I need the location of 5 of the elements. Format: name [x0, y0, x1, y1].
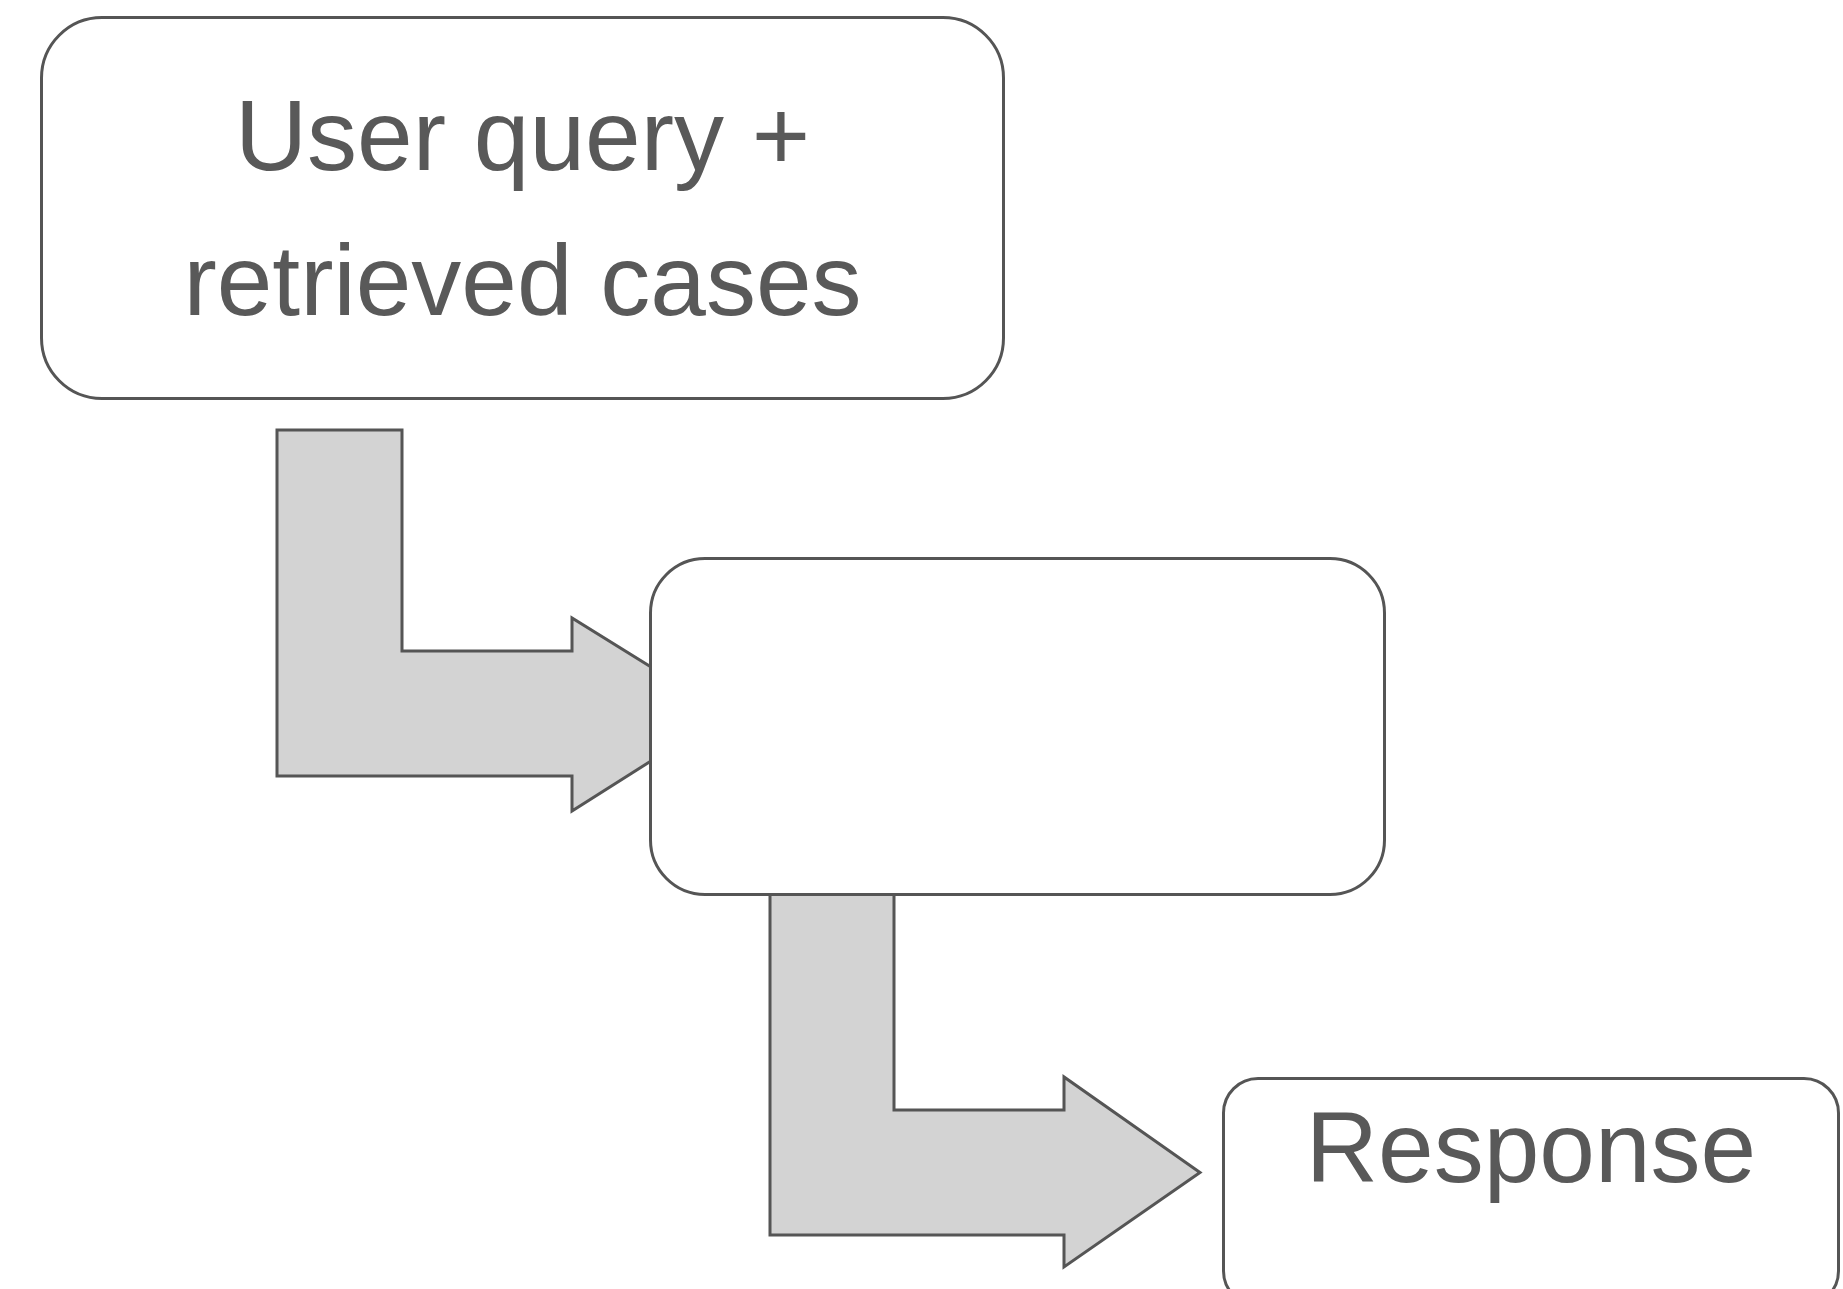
rounded-box — [40, 16, 1005, 400]
node-label: Response — [1305, 1089, 1757, 1205]
node-label: User query + retrieved cases — [182, 78, 863, 338]
rounded-box — [649, 557, 1386, 896]
rounded-box — [1222, 1077, 1840, 1289]
